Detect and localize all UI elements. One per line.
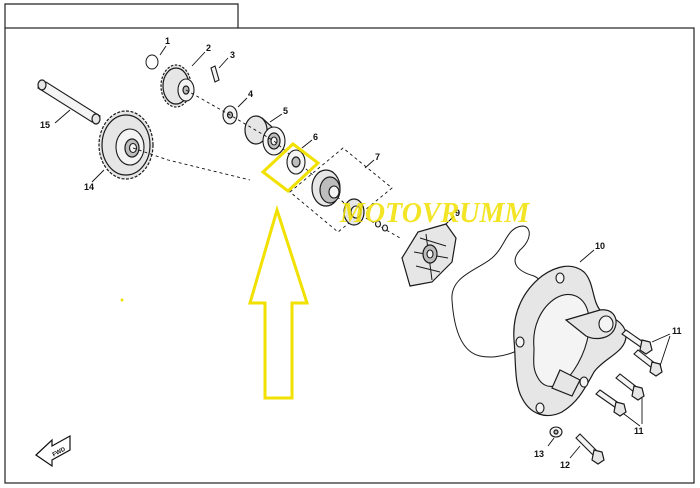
- part-retaining-pin[interactable]: [374, 220, 389, 232]
- part-8-seal-ring[interactable]: [343, 198, 365, 226]
- callout-14: 14: [84, 182, 94, 192]
- callout-1: 1: [165, 36, 170, 46]
- part-10-pump-cover[interactable]: [513, 265, 627, 417]
- callout-11-lower: 11: [634, 426, 644, 436]
- callout-12: 12: [560, 460, 570, 470]
- assembly-axis-line-lower: [132, 147, 251, 181]
- part-1-circlip[interactable]: [145, 54, 159, 70]
- callout-7: 7: [375, 152, 380, 162]
- diagram-frame: [4, 27, 695, 484]
- part-11-bolt-lower-2[interactable]: [615, 373, 645, 401]
- callout-9: 9: [455, 208, 460, 218]
- callout-10: 10: [595, 241, 605, 251]
- callout-5: 5: [283, 106, 288, 116]
- callout-15: 15: [40, 120, 50, 130]
- callout-4: 4: [248, 89, 253, 99]
- part-11-bolt-lower-1[interactable]: [595, 389, 627, 417]
- part-12-drain-bolt[interactable]: [575, 433, 605, 465]
- callout-3: 3: [230, 50, 235, 60]
- part-11-bolt-upper-1[interactable]: [621, 329, 653, 355]
- part-11-bolt-upper-2[interactable]: [633, 349, 663, 377]
- watermark-text: MOTOVRUMM: [339, 198, 530, 229]
- part-gasket[interactable]: [451, 225, 548, 358]
- callout-6: 6: [313, 132, 318, 142]
- callout-11-upper: 11: [672, 326, 682, 336]
- callout-2: 2: [206, 43, 211, 53]
- fwd-arrow-icon: FWD: [35, 434, 71, 468]
- marker-dot: [120, 298, 124, 302]
- part-6-highlight-box: [260, 142, 321, 193]
- highlight-arrow-icon: [248, 204, 310, 400]
- part-7-kit-group-box: [289, 147, 393, 233]
- part-13-washer[interactable]: [549, 426, 563, 438]
- part-6-seal[interactable]: [286, 149, 306, 175]
- part-15-shaft[interactable]: [37, 79, 101, 125]
- part-7-mechanical-seal[interactable]: [311, 169, 341, 207]
- callout-13: 13: [534, 449, 544, 459]
- part-2-small-gear[interactable]: [160, 64, 195, 108]
- part-3-pin[interactable]: [210, 65, 220, 83]
- part-14-large-gear[interactable]: [98, 110, 154, 180]
- part-9-impeller[interactable]: [401, 223, 457, 287]
- header-tab: [4, 3, 239, 28]
